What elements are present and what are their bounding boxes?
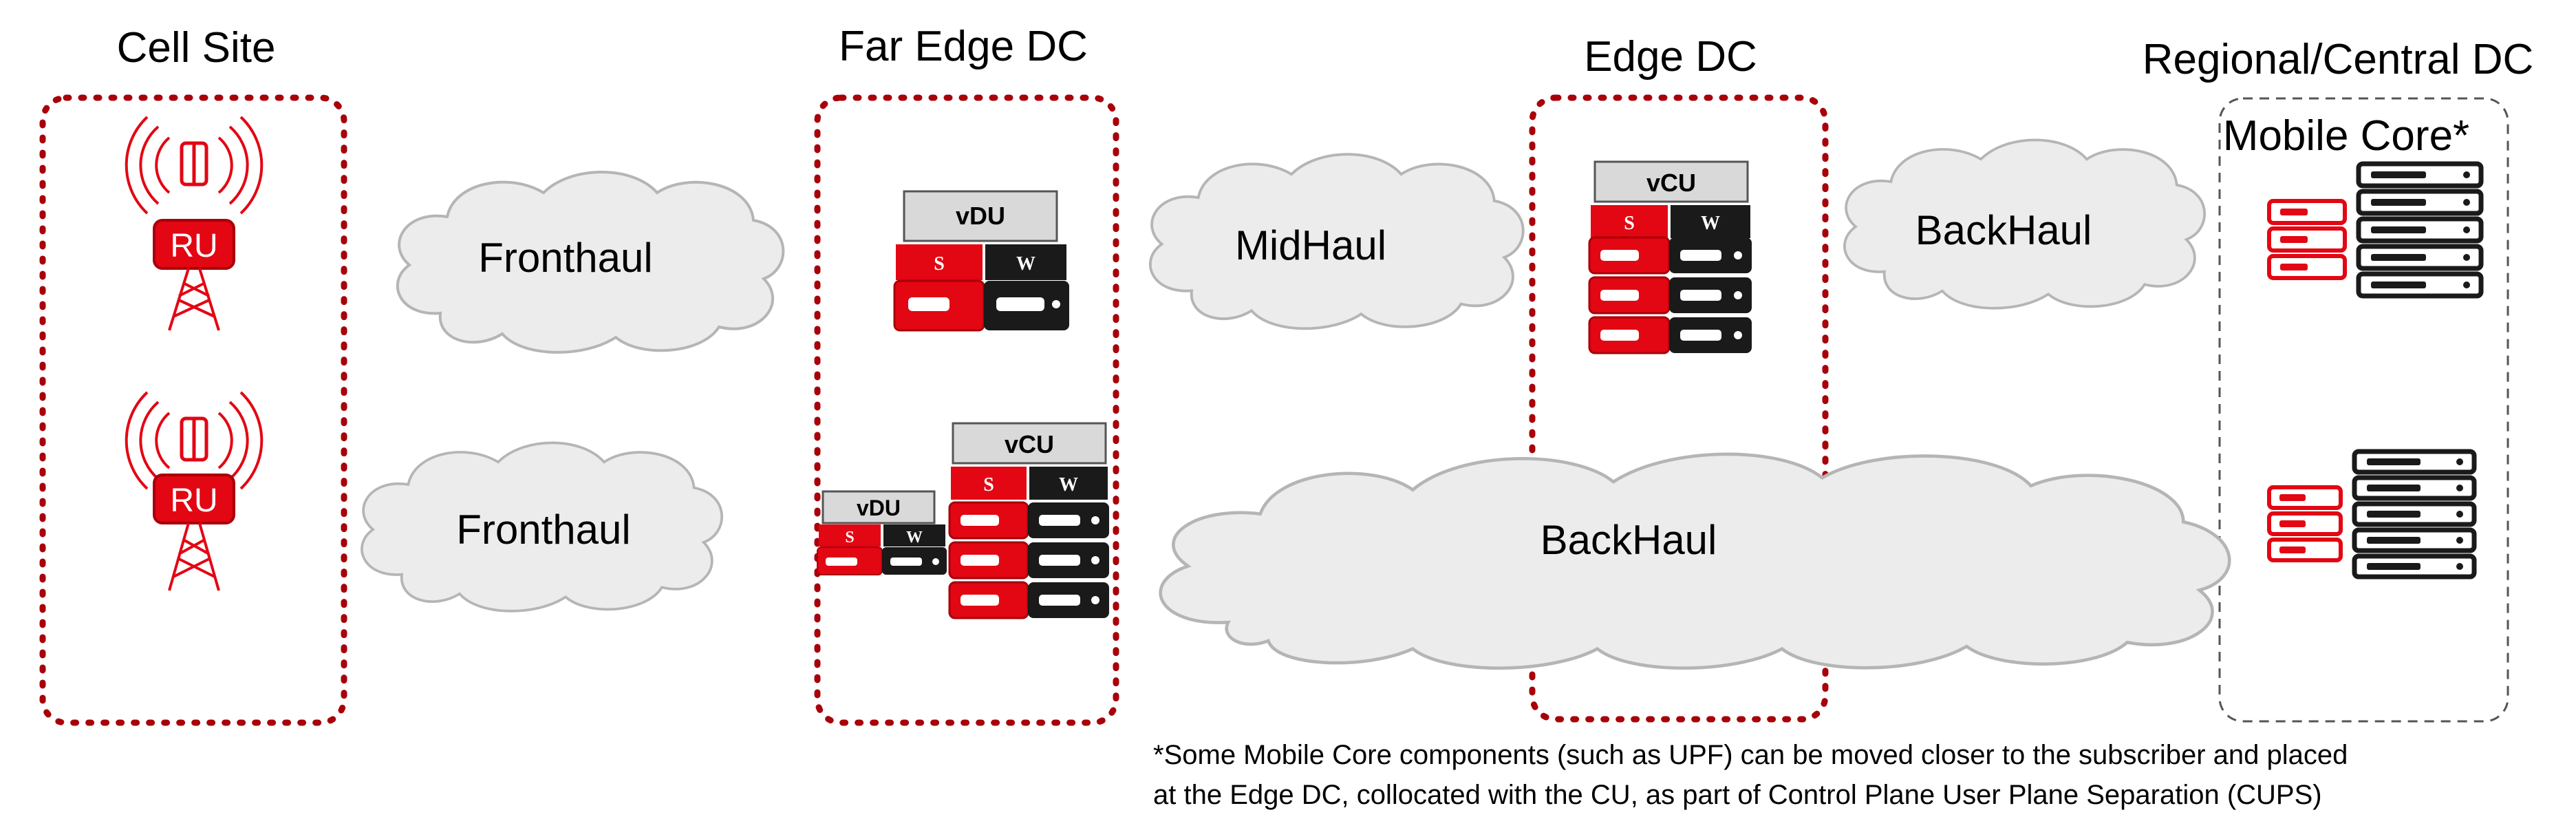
tower-mast-icon [168,268,220,331]
s-block [896,244,983,280]
w-label: W [1701,213,1720,234]
ru-label: RU [170,482,217,519]
cell-site-container [39,94,347,726]
server-stack [1588,236,1752,354]
s-block [951,467,1027,500]
s-label: S [983,474,994,496]
vdu-small-label: vDU [857,496,901,520]
w-block [883,524,945,546]
mobile-core-servers-bottom [2267,449,2477,580]
vdu-label: vDU [956,202,1005,230]
ru-label: RU [170,228,217,264]
vcu-box [1593,160,1749,203]
server-stack [948,501,1109,619]
backhaul-top-label: BackHaul [1915,207,2092,253]
signal-waves-left-icon [125,391,171,490]
s-label: S [1624,213,1635,234]
w-block [1671,205,1750,238]
regional-title: Regional/Central DC [2143,36,2534,83]
mobile-core-title: Mobile Core* [2223,112,2469,160]
w-label: W [1016,253,1035,275]
vdu-box [903,190,1058,242]
w-block [985,244,1066,280]
w-block [1029,467,1108,500]
footnote-line-2: at the Edge DC, collocated with the CU, … [1153,780,2322,810]
ru-badge [153,474,235,524]
black-server-stack [2352,449,2477,580]
vdu-small-box [822,490,936,524]
ru-badge [153,219,235,270]
vdu-server-small: vDU S W [817,490,947,575]
ru-tower-top: RU [125,116,264,331]
vcu-box [952,422,1107,465]
vcu-label: vCU [1005,430,1054,458]
s-label: S [845,529,854,546]
vcu-server-edge: vCU S W [1588,160,1752,354]
w-label: W [1059,474,1078,496]
midhaul-label: MidHaul [1235,222,1386,268]
vcu-label: vCU [1646,169,1696,197]
signal-waves-left-icon [125,116,171,215]
far-edge-container [814,94,1119,726]
edge-container [1529,94,1829,723]
black-server-stack [2356,161,2484,299]
vcu-server-far-edge: vCU S W [948,422,1109,619]
cell-site-title: Cell Site [117,24,276,72]
signal-waves-right-icon [217,391,264,490]
fronthaul-bottom-label: Fronthaul [456,507,630,553]
ru-tower-bottom: RU [125,391,264,591]
s-label: S [934,253,945,275]
footnote-line-1: *Some Mobile Core components (such as UP… [1153,740,2348,770]
s-block [819,524,881,546]
w-label: W [906,529,923,546]
signal-waves-right-icon [217,116,264,215]
vdu-server-top: vDU S W [893,190,1069,332]
red-server-stack [2267,485,2343,562]
edge-title: Edge DC [1584,33,1757,81]
far-edge-title: Far Edge DC [839,23,1088,70]
red-server-stack [2267,199,2347,280]
mobile-core-servers-top [2267,161,2484,299]
fronthaul-top-label: Fronthaul [478,235,652,281]
tower-mast-icon [168,522,220,591]
regional-container [2218,97,2509,723]
backhaul-bottom-label: BackHaul [1541,517,1717,563]
s-block [1591,205,1668,238]
